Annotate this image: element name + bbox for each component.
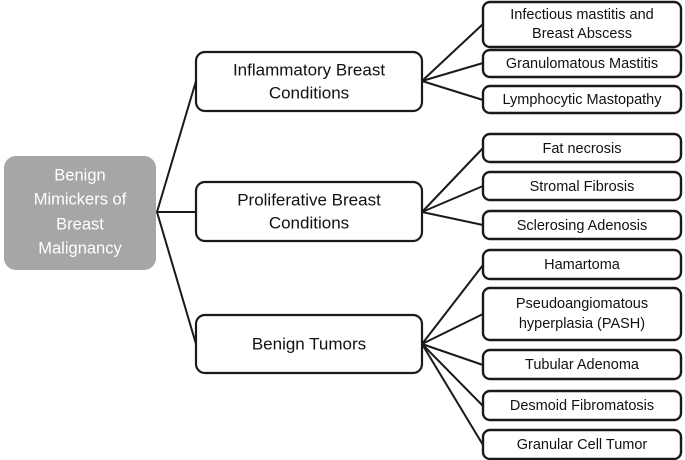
root-label-line-3: Malignancy — [38, 239, 122, 257]
leaf-2-4-box — [481, 428, 683, 460]
root-label-line-0: Benign — [54, 166, 105, 184]
connector-branch-0-leaf-1 — [421, 62, 484, 82]
branch-1-label-line-0: Proliferative Breast — [237, 190, 381, 209]
leaf-1-1-label: Stromal Fibrosis — [530, 179, 635, 195]
leaf-0-0-box — [481, 0, 683, 49]
node-leaf-tubular-adenoma[interactable]: Tubular Adenoma — [481, 348, 683, 381]
connector-branch-2-leaf-0 — [421, 264, 484, 345]
node-leaf-sclerosing-adenosis[interactable]: Sclerosing Adenosis — [481, 209, 683, 241]
node-leaf-granular-cell-tumor[interactable]: Granular Cell Tumor — [481, 428, 683, 460]
leaf-2-1-label-line-1: hyperplasia (PASH) — [519, 316, 645, 332]
node-branch-benign-tumors[interactable]: Benign Tumors — [194, 313, 424, 375]
connector-root-to-branch-0 — [156, 80, 197, 213]
node-branch-proliferative-breast-conditions[interactable]: Proliferative Breast Conditions — [194, 180, 424, 243]
leaf-0-2-label: Lymphocytic Mastopathy — [502, 92, 662, 108]
leaf-0-0-label-line-1: Breast Abscess — [532, 26, 632, 42]
node-leaf-desmoid-fibromatosis[interactable]: Desmoid Fibromatosis — [481, 389, 683, 422]
connector-branch-2-leaf-1 — [421, 313, 484, 345]
root-box — [4, 156, 156, 270]
connector-branch-0-leaf-2 — [421, 80, 484, 101]
connector-branch-1-leaf-0 — [421, 147, 484, 213]
root-label-line-2: Breast — [56, 215, 104, 233]
leaf-1-2-label: Sclerosing Adenosis — [517, 218, 648, 234]
node-leaf-fat-necrosis[interactable]: Fat necrosis — [481, 132, 683, 164]
node-root[interactable]: Benign Mimickers of Breast Malignancy — [4, 156, 156, 270]
leaf-0-1-box — [481, 48, 683, 79]
leaf-2-3-box — [481, 389, 683, 422]
leaf-2-1-box — [481, 286, 683, 342]
branch-2-box — [194, 313, 424, 375]
node-leaf-hamartoma[interactable]: Hamartoma — [481, 248, 683, 281]
branch-1-box — [194, 180, 424, 243]
node-branch-inflammatory-breast-conditions[interactable]: Inflammatory Breast Conditions — [194, 50, 424, 113]
connector-branch-2-leaf-4 — [421, 343, 484, 446]
connector-branch-2-leaf-2 — [421, 343, 484, 366]
node-leaf-stromal-fibrosis[interactable]: Stromal Fibrosis — [481, 170, 683, 202]
node-leaf-infectious-mastitis-and-breast-abscess[interactable]: Infectious mastitis and Breast Abscess — [481, 0, 683, 49]
leaf-1-0-box — [481, 132, 683, 164]
branch-2-label-line-0: Benign Tumors — [252, 334, 366, 353]
leaf-0-1-label: Granulomatous Mastitis — [506, 56, 658, 72]
connector-branch-0-leaf-0 — [421, 23, 484, 82]
connector-root-to-branch-2 — [156, 211, 197, 345]
branch-0-box — [194, 50, 424, 113]
leaf-2-0-label: Hamartoma — [544, 257, 621, 273]
connector-branch-1-leaf-2 — [421, 211, 484, 226]
node-leaf-lymphocytic-mastopathy[interactable]: Lymphocytic Mastopathy — [481, 84, 683, 115]
leaf-1-1-box — [481, 170, 683, 202]
leaf-2-1-label-line-0: Pseudoangiomatous — [516, 296, 648, 312]
node-leaf-pseudoangiomatous-hyperplasia-pash[interactable]: Pseudoangiomatous hyperplasia (PASH) — [481, 286, 683, 342]
connector-layer — [156, 23, 484, 446]
leaf-2-3-label: Desmoid Fibromatosis — [510, 398, 654, 414]
leaf-2-2-box — [481, 348, 683, 381]
leaf-2-2-label: Tubular Adenoma — [525, 357, 640, 373]
leaf-2-0-box — [481, 248, 683, 281]
branch-0-label-line-1: Conditions — [269, 83, 349, 102]
branch-0-label-line-0: Inflammatory Breast — [233, 60, 385, 79]
leaf-0-2-box — [481, 84, 683, 115]
root-label-line-1: Mimickers of — [34, 190, 127, 208]
leaf-1-2-box — [481, 209, 683, 241]
leaf-1-0-label: Fat necrosis — [543, 141, 622, 157]
connector-branch-2-leaf-3 — [421, 343, 484, 407]
node-leaf-granulomatous-mastitis[interactable]: Granulomatous Mastitis — [481, 48, 683, 79]
leaf-0-0-label-line-0: Infectious mastitis and — [510, 7, 653, 23]
connector-branch-1-leaf-1 — [421, 185, 484, 213]
branch-1-label-line-1: Conditions — [269, 213, 349, 232]
leaf-2-4-label: Granular Cell Tumor — [517, 437, 648, 453]
